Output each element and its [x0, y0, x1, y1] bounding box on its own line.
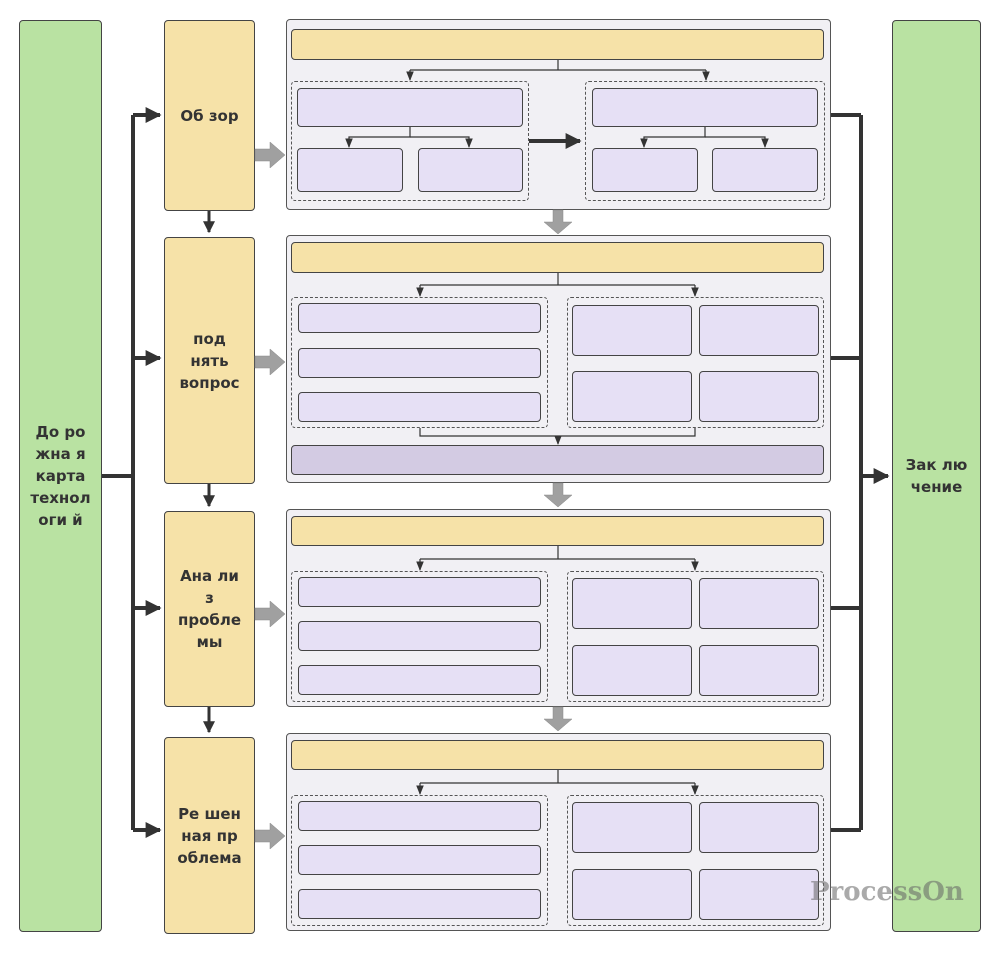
question-list-item[interactable]: [298, 348, 541, 378]
stage-to-panel-arrows: [254, 141, 286, 850]
overview-left-sub-box[interactable]: [418, 148, 523, 192]
solution-group-right: [567, 795, 824, 926]
conclusion-end-label: Зак лю чение: [905, 456, 968, 496]
solution-grid-cell[interactable]: [572, 869, 692, 920]
stage-solved-problem[interactable]: Ре шен ная пр облема: [164, 737, 255, 934]
question-panel-footer[interactable]: [291, 445, 824, 475]
stage-problem-analysis-label: Ана ли з пробле мы: [177, 567, 242, 651]
analysis-group-right: [567, 571, 824, 702]
stage-overview[interactable]: Об зор: [164, 20, 255, 211]
roadmap-start-label: До ро жна я карта технол оги й: [30, 423, 91, 529]
question-grid-cell[interactable]: [699, 305, 819, 356]
question-group-right: [567, 297, 824, 428]
solution-group-left: [291, 795, 548, 926]
question-grid-cell[interactable]: [572, 305, 692, 356]
analysis-list-item[interactable]: [298, 665, 541, 695]
question-list-item[interactable]: [298, 303, 541, 333]
stage-problem-analysis[interactable]: Ана ли з пробле мы: [164, 511, 255, 707]
solution-list-item[interactable]: [298, 845, 541, 875]
analysis-list-item[interactable]: [298, 621, 541, 651]
conclusion-end-node[interactable]: Зак лю чение: [892, 20, 981, 932]
stage-solved-problem-label: Ре шен ная пр облема: [177, 804, 242, 867]
question-list-item[interactable]: [298, 392, 541, 422]
panels-to-conclusion-connector: [831, 113, 890, 832]
stage-raise-question[interactable]: под нять вопрос: [164, 237, 255, 484]
start-to-stages-connector: [102, 107, 162, 838]
analysis-grid-cell[interactable]: [572, 645, 692, 696]
analysis-grid-cell[interactable]: [572, 578, 692, 629]
solution-grid-cell[interactable]: [572, 802, 692, 853]
overview-panel-header[interactable]: [291, 29, 824, 60]
analysis-list-item[interactable]: [298, 577, 541, 607]
solution-panel-header[interactable]: [291, 740, 824, 770]
overview-group-right: [585, 81, 825, 201]
question-grid-cell[interactable]: [699, 371, 819, 422]
question-panel-header[interactable]: [291, 242, 824, 273]
overview-left-sub-box[interactable]: [297, 148, 403, 192]
solution-grid-cell[interactable]: [699, 869, 819, 920]
analysis-group-left: [291, 571, 548, 702]
solution-list-item[interactable]: [298, 889, 541, 919]
overview-right-sub-box[interactable]: [712, 148, 818, 192]
question-group-left: [291, 297, 548, 428]
analysis-grid-cell[interactable]: [699, 645, 819, 696]
overview-group-left: [291, 81, 529, 201]
question-grid-cell[interactable]: [572, 371, 692, 422]
overview-left-main-box[interactable]: [297, 88, 523, 127]
roadmap-start-node[interactable]: До ро жна я карта технол оги й: [19, 20, 102, 932]
analysis-panel-header[interactable]: [291, 516, 824, 546]
overview-right-main-box[interactable]: [592, 88, 818, 127]
processon-watermark: ProcessOn: [810, 877, 964, 907]
stage-overview-label: Об зор: [180, 106, 239, 125]
analysis-grid-cell[interactable]: [699, 578, 819, 629]
solution-grid-cell[interactable]: [699, 802, 819, 853]
solution-list-item[interactable]: [298, 801, 541, 831]
stage-raise-question-label: под нять вопрос: [179, 329, 240, 392]
overview-right-sub-box[interactable]: [592, 148, 698, 192]
